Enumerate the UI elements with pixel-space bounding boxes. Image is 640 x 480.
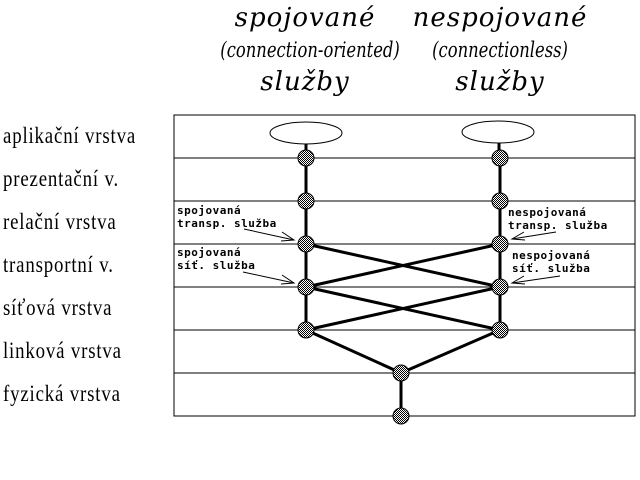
edge-left-to-link [305,328,402,375]
heading-line-3: služby [455,67,545,97]
annotation-line: transp. služba [177,217,277,230]
annotation-line: nespojovaná [508,206,587,219]
heading-line-1: nespojované [412,3,588,33]
node-left-presentation [297,192,315,210]
node-right-session [491,235,509,253]
annotation-line: síť. služba [512,262,591,275]
annotation-line: nespojovaná [512,249,591,262]
node-left-session [297,235,315,253]
heading-line-2: (connection-oriented) [220,38,400,62]
edge-right-to-link [400,328,501,375]
layer-label-transport: transportní v. [3,252,114,277]
layer-label-link: linková vrstva [3,338,122,363]
layer-label-presentation: prezentační v. [3,166,120,191]
heading-line-2: (connectionless) [432,38,568,62]
node-link [392,364,410,382]
layer-label-network: síťová vrstva [3,295,113,320]
node-left-transport [297,278,315,296]
edge-cross-transport-up [305,242,501,289]
annotation-line: síť. služba [177,259,256,272]
heading-connectionless: nespojované (connectionless) služby [405,2,595,98]
nodes [297,149,509,425]
layer-label-physical: fyzická vrstva [3,381,121,406]
arrow-left-network [242,271,296,285]
annotation-arrows [242,228,561,285]
annotation-line: spojovaná [177,204,242,217]
arrow-left-transport [243,228,296,242]
application-ellipse-right [461,120,535,144]
edge-cross-network-up [305,285,501,332]
node-right-transport [491,278,509,296]
node-left-app [297,149,315,167]
arrow-right-transport [510,231,557,241]
node-right-presentation [491,192,509,210]
layer-label-session: relační vrstva [3,209,117,234]
annotation-line: spojovaná [177,246,242,259]
node-physical [392,407,410,425]
node-left-network [297,321,315,339]
heading-line-3: služby [260,67,350,97]
heading-line-1: spojované [234,3,376,33]
application-ellipse-left [269,121,343,145]
annotation-line: transp. služba [508,219,608,232]
heading-connection-oriented: spojované (connection-oriented) služby [195,2,415,98]
layer-label-application: aplikační vrstva [3,123,137,148]
node-right-app [491,149,509,167]
arrow-right-network [510,275,561,285]
node-right-network [491,321,509,339]
